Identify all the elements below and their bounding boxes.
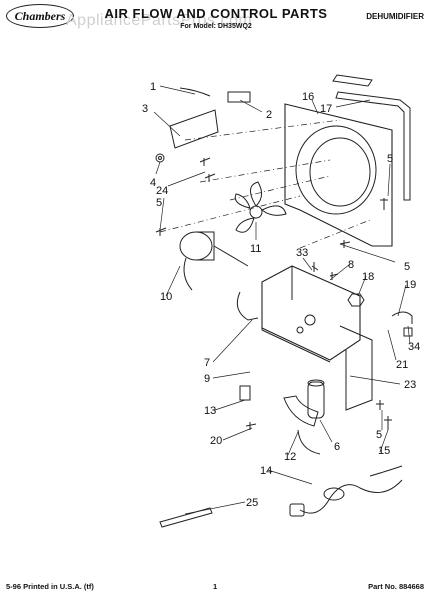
callout-15: 15 [378,445,390,457]
page-subtitle: For Model: DH35WQ2 [180,23,252,30]
callout-21: 21 [396,359,408,371]
callout-18: 18 [362,271,374,283]
callout-9: 9 [204,373,210,385]
brand-logo: Chambers [6,4,74,28]
callout-16: 16 [302,91,314,103]
callout-12: 12 [284,451,296,463]
callout-14: 14 [260,465,272,477]
callout-2: 2 [266,109,272,121]
callout-6: 6 [334,441,340,453]
callout-17: 17 [320,103,332,115]
callout-5c: 5 [404,261,410,273]
callout-20: 20 [210,435,222,447]
callout-5d: 5 [376,429,382,441]
callout-25: 25 [246,497,258,509]
callout-11: 11 [250,243,261,255]
callout-33: 33 [296,247,308,259]
callout-24: 24 [156,185,168,197]
callout-10: 10 [160,291,172,303]
callout-5: 5 [156,197,162,209]
footer-print-info: 5-96 Printed in U.S.A. (tf) [6,582,94,591]
callout-23: 23 [404,379,416,391]
callout-13: 13 [204,405,216,417]
footer-page-number: 1 [213,582,218,591]
brand-logo-text: Chambers [14,8,66,23]
callout-1: 1 [150,81,156,93]
page-title: AIR FLOW AND CONTROL PARTS [104,6,328,21]
callout-8: 8 [348,259,354,271]
callout-4: 4 [150,177,156,189]
callout-19: 19 [404,279,416,291]
footer-part-number: Part No. 884668 [368,582,424,591]
callout-5b: 5 [387,153,393,165]
callout-3: 3 [142,103,148,115]
callout-34: 34 [408,341,420,353]
callout-7: 7 [204,357,210,369]
product-label: DEHUMIDIFIER [366,12,424,21]
